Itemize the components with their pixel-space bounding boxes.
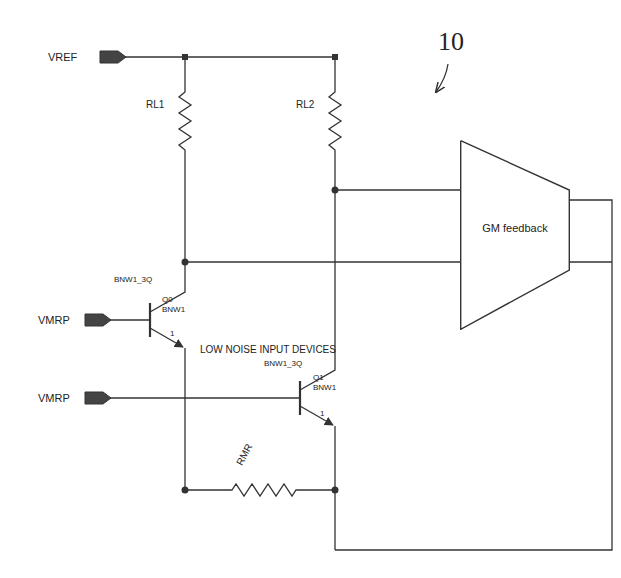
signal-name: VREF <box>48 51 77 63</box>
block-label: GM feedback <box>460 222 570 234</box>
wire <box>185 261 460 262</box>
transistor-base <box>299 381 301 415</box>
model-name: BNW1_3Q <box>114 276 152 285</box>
junction-dot <box>332 54 338 60</box>
callout-number: 10 <box>438 28 464 57</box>
junction-dot <box>182 487 189 494</box>
part-name: RMR <box>234 442 254 467</box>
model-name: BNW1 <box>313 384 336 393</box>
amplifier-block: GM feedback <box>460 140 570 330</box>
base-wire <box>110 397 300 398</box>
terminal-pin <box>85 392 111 404</box>
resistor-symbol <box>329 57 341 190</box>
terminal-pin <box>85 314 111 326</box>
leader-line <box>436 64 448 92</box>
wire <box>184 348 185 490</box>
transistor-base <box>149 303 151 337</box>
model-name: BNW1_3Q <box>264 360 302 369</box>
pin-number: 1 <box>320 410 324 419</box>
junction-dot <box>182 54 188 60</box>
trapezoid-shape <box>461 141 570 330</box>
transistor-emitter <box>150 328 183 347</box>
signal-name: VMRP <box>38 314 70 326</box>
wire <box>335 189 460 190</box>
trapezoid-outline <box>460 140 570 330</box>
terminal-pin <box>100 51 126 63</box>
vref-rail <box>125 56 335 57</box>
base-wire <box>110 319 150 320</box>
part-name: RL2 <box>296 99 314 110</box>
junction-dot <box>332 187 339 194</box>
part-name: RL1 <box>146 99 164 110</box>
resistor-symbol <box>179 57 191 262</box>
part-name: Q0 <box>162 296 173 305</box>
pin-number: 1 <box>170 330 174 339</box>
transistor-collector <box>150 262 185 312</box>
resistor-symbol <box>185 484 335 496</box>
transistor-collector <box>300 190 335 390</box>
junction-dot <box>332 487 339 494</box>
model-name: BNW1 <box>162 306 185 315</box>
note-text: LOW NOISE INPUT DEVICES <box>200 344 336 355</box>
part-name: Q1 <box>313 374 324 383</box>
signal-name: VMRP <box>38 392 70 404</box>
junction-dot <box>182 259 189 266</box>
transistor-emitter <box>300 406 333 425</box>
